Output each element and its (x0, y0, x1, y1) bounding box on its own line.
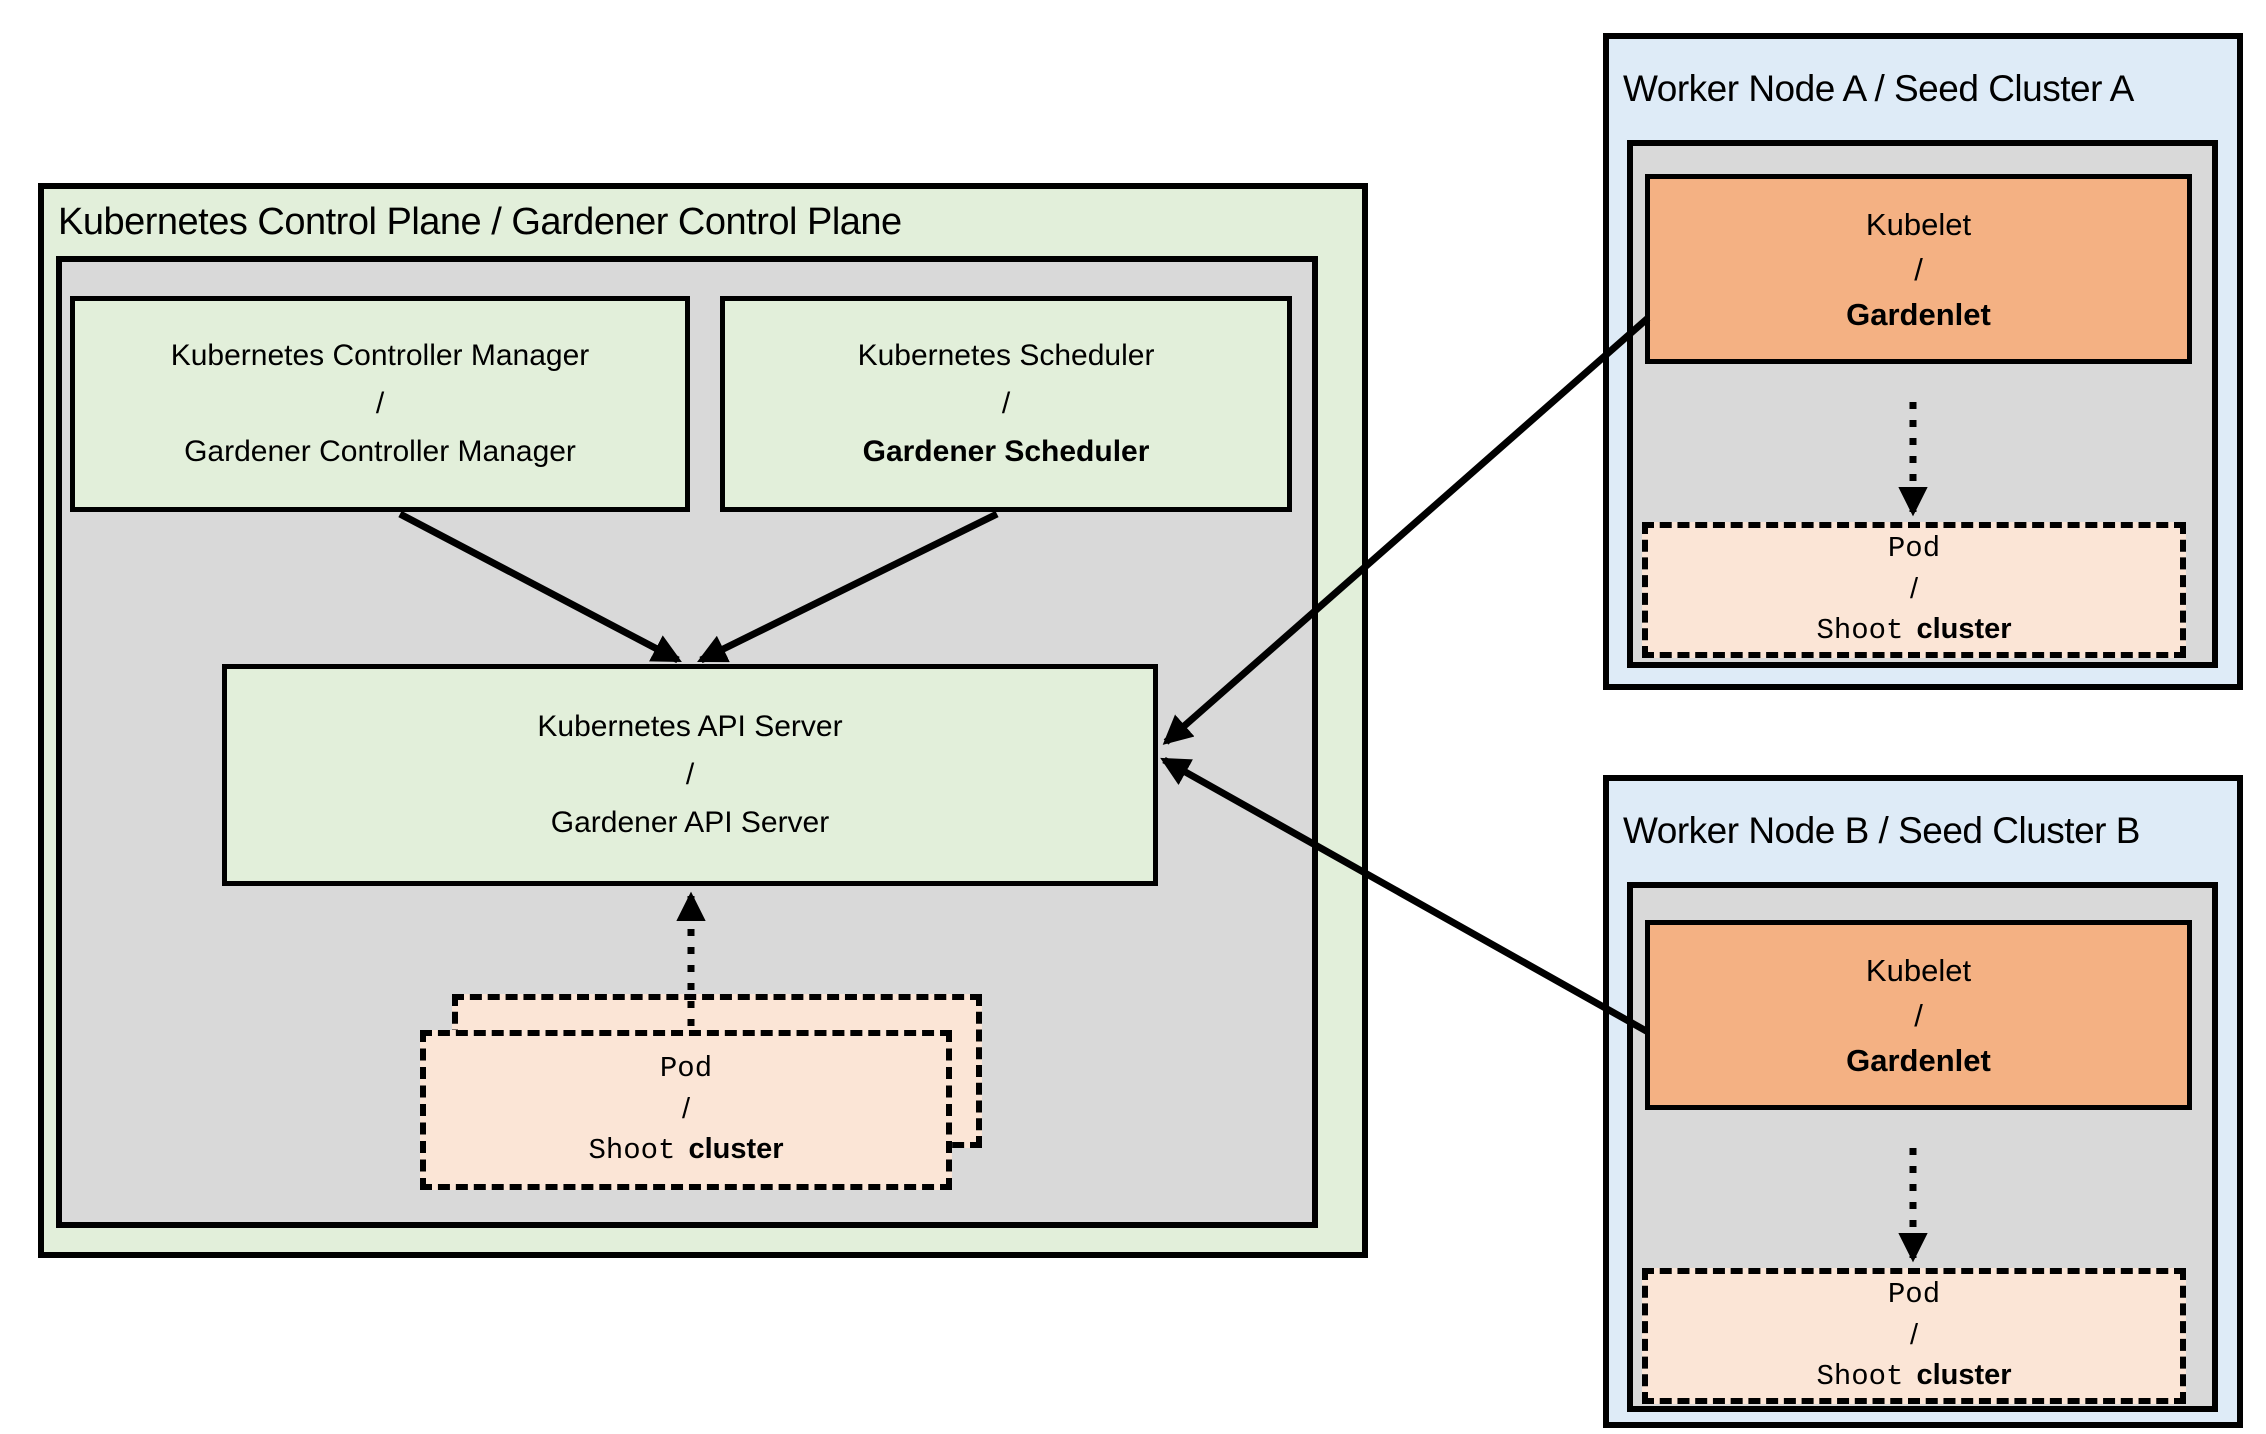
kubelet-a-line2: Gardenlet (1846, 296, 1991, 332)
control-plane-inner: Kubernetes Controller Manager / Gardener… (56, 256, 1318, 1228)
kubelet-a-line1: Kubelet (1865, 206, 1972, 242)
separator: / (685, 758, 695, 791)
api-server-box: Kubernetes API Server / Gardener API Ser… (222, 664, 1158, 886)
pod-b-line1: Pod (1887, 1278, 1941, 1311)
pod-a-line2-shoot: Shoot (1816, 614, 1904, 647)
kubelet-b-line2: Gardenlet (1846, 1042, 1991, 1078)
separator: / (1909, 1319, 1919, 1351)
pod-a-line2-cluster: cluster (1916, 613, 2012, 645)
separator: / (1909, 573, 1919, 605)
controller-manager-box: Kubernetes Controller Manager / Gardener… (70, 296, 690, 512)
worker-node-b-panel: Worker Node B / Seed Cluster B Kubelet /… (1603, 775, 2243, 1428)
worker-node-b-title: Worker Node B / Seed Cluster B (1623, 810, 2140, 851)
pod-line2-cluster: cluster (688, 1133, 784, 1165)
api-server-line1: Kubernetes API Server (537, 710, 843, 743)
api-server-line2: Gardener API Server (550, 806, 830, 839)
separator: / (375, 387, 385, 420)
worker-node-a-title: Worker Node A / Seed Cluster A (1623, 68, 2134, 109)
scheduler-line1: Kubernetes Scheduler (857, 339, 1155, 372)
controller-manager-line2: Gardener Controller Manager (184, 435, 576, 468)
pod-b-line2-shoot: Shoot (1816, 1360, 1904, 1393)
pod-b-line2-cluster: cluster (1916, 1359, 2012, 1391)
kubelet-b-line1: Kubelet (1865, 952, 1972, 988)
worker-node-a-inner: Kubelet / Gardenlet Pod / Shoot cluster (1627, 140, 2218, 668)
separator: / (1914, 251, 1923, 287)
pod-shoot-box-front: Pod / Shoot cluster (420, 1030, 952, 1190)
controller-manager-line1: Kubernetes Controller Manager (170, 339, 590, 372)
separator: / (681, 1093, 691, 1125)
scheduler-box: Kubernetes Scheduler / Gardener Schedule… (720, 296, 1292, 512)
pod-line2-shoot: Shoot (588, 1134, 676, 1167)
pod-line1: Pod (659, 1052, 713, 1085)
pod-a-line1: Pod (1887, 532, 1941, 565)
pod-shoot-box-a: Pod / Shoot cluster (1642, 522, 2186, 658)
control-plane-title: Kubernetes Control Plane / Gardener Cont… (58, 201, 902, 243)
separator: / (1914, 997, 1923, 1033)
worker-node-a-panel: Worker Node A / Seed Cluster A Kubelet /… (1603, 33, 2243, 690)
separator: / (1001, 387, 1011, 420)
kubelet-box-a: Kubelet / Gardenlet (1645, 174, 2192, 364)
worker-node-b-inner: Kubelet / Gardenlet Pod / Shoot cluster (1627, 882, 2218, 1412)
pod-shoot-box-b: Pod / Shoot cluster (1642, 1268, 2186, 1404)
kubelet-box-b: Kubelet / Gardenlet (1645, 920, 2192, 1110)
scheduler-line2: Gardener Scheduler (862, 435, 1150, 468)
control-plane-panel: Kubernetes Control Plane / Gardener Cont… (38, 183, 1368, 1258)
